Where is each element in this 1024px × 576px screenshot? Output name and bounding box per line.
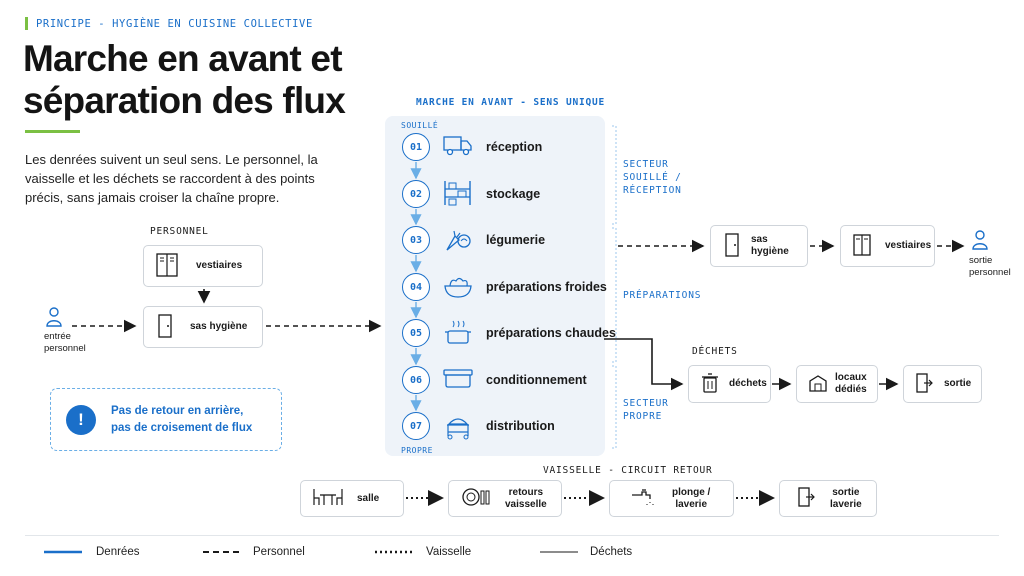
sortie-personnel-label: sortie personnel xyxy=(969,255,1011,278)
door-icon xyxy=(156,313,174,341)
plates-icon xyxy=(461,487,493,510)
warehouse-icon xyxy=(809,374,827,395)
legend-divider xyxy=(25,535,999,536)
exit-sas-hygiene-label: sas hygiène xyxy=(751,234,789,257)
sas-hygiene-box: sas hygiène xyxy=(143,306,263,348)
title-accent-rule xyxy=(25,130,80,133)
step-label-01: réception xyxy=(486,140,543,154)
sector-propre-label: SECTEUR PROPRE xyxy=(623,398,669,422)
sortie-laverie-label: sortie laverie xyxy=(830,486,862,510)
souille-label: SOUILLÉ xyxy=(401,121,439,130)
retours-vaisselle-label: retours vaisselle xyxy=(505,486,547,510)
exit-sas-hygiene-box: sas hygiène xyxy=(710,225,808,267)
step-label-04: préparations froides xyxy=(486,280,607,294)
step-label-03: légumerie xyxy=(486,233,546,247)
truck-icon xyxy=(443,133,473,159)
vestiaires-box: vestiaires xyxy=(143,245,263,287)
cooking-pot-icon xyxy=(443,319,473,345)
exit-vestiaires-label: vestiaires xyxy=(885,240,932,251)
title-line-1: Marche en avant et xyxy=(23,38,343,79)
step-number-04: 04 xyxy=(402,273,430,301)
sector-preparations-label: PRÉPARATIONS xyxy=(623,290,702,301)
sortie-laverie-box: sortie laverie xyxy=(779,480,877,517)
legend-personnel: Personnel xyxy=(253,546,305,558)
person-exit-icon xyxy=(971,230,989,255)
vestiaires-label: vestiaires xyxy=(196,260,243,271)
salle-box: salle xyxy=(300,480,404,517)
dechets-box: déchets xyxy=(688,365,771,403)
kicker-bar xyxy=(25,17,28,30)
retours-vaisselle-box: retours vaisselle xyxy=(448,480,562,517)
locker-icon xyxy=(156,252,178,280)
step-label-02: stockage xyxy=(486,187,541,201)
locaux-dedies-box: locaux dédiés xyxy=(796,365,878,403)
step-label-05: préparations chaudes xyxy=(486,326,616,340)
exit-vestiaires-box: vestiaires xyxy=(840,225,935,267)
step-number-02: 02 xyxy=(402,180,430,208)
plonge-laverie-label: plonge / laverie xyxy=(672,486,711,510)
propre-label: PROPRE xyxy=(401,446,433,455)
page-title: Marche en avant et séparation des flux xyxy=(23,38,403,122)
door-icon xyxy=(723,232,741,260)
salad-bowl-icon xyxy=(443,273,473,299)
step-number-07: 07 xyxy=(402,412,430,440)
dining-table-icon xyxy=(313,487,343,510)
personnel-heading: PERSONNEL xyxy=(150,226,209,237)
rule-callout-text: Pas de retour en arrière, pas de croisem… xyxy=(111,404,253,434)
step-number-05: 05 xyxy=(402,319,430,347)
exit-door-icon xyxy=(798,487,816,510)
dechets-sortie-box: sortie xyxy=(903,365,982,403)
exit-door-icon xyxy=(916,372,934,396)
step-number-06: 06 xyxy=(402,366,430,394)
sector-souille-label: SECTEUR SOUILLÉ / RÉCEPTION xyxy=(623,159,682,196)
locaux-dedies-label: locaux dédiés xyxy=(835,372,867,395)
trash-icon xyxy=(701,372,719,396)
rule-callout: ! Pas de retour en arrière, pas de crois… xyxy=(50,388,282,451)
faucet-icon xyxy=(630,487,656,510)
locker-icon xyxy=(853,233,871,259)
plonge-laverie-box: plonge / laverie xyxy=(609,480,734,517)
kicker-text: PRINCIPE - HYGIÈNE EN CUISINE COLLECTIVE xyxy=(36,17,313,30)
exclamation-icon: ! xyxy=(66,404,96,435)
step-number-01: 01 xyxy=(402,133,430,161)
step-label-07: distribution xyxy=(486,419,555,433)
salle-label: salle xyxy=(357,492,380,504)
legend-denrees: Denrées xyxy=(96,546,140,558)
sas-hygiene-label: sas hygiène xyxy=(190,321,248,332)
vegetables-icon xyxy=(443,226,473,252)
vaisselle-heading: VAISSELLE - CIRCUIT RETOUR xyxy=(543,465,713,476)
step-number-03: 03 xyxy=(402,226,430,254)
entree-personnel-label: entrée personnel xyxy=(44,331,86,354)
dechets-heading: DÉCHETS xyxy=(692,346,738,357)
intro-text: Les denrées suivent un seul sens. Le per… xyxy=(25,152,318,205)
dechets-label: déchets xyxy=(729,378,767,389)
container-icon xyxy=(443,366,473,392)
title-line-2: séparation des flux xyxy=(23,80,346,121)
shelves-icon xyxy=(443,180,473,206)
center-heading: MARCHE EN AVANT - SENS UNIQUE xyxy=(416,97,606,108)
kicker: PRINCIPE - HYGIÈNE EN CUISINE COLLECTIVE xyxy=(25,17,313,30)
person-entry-icon xyxy=(45,307,63,332)
serving-cart-icon xyxy=(443,412,473,440)
step-label-06: conditionnement xyxy=(486,373,587,387)
legend-vaisselle: Vaisselle xyxy=(426,546,472,558)
legend-dechets: Déchets xyxy=(590,546,633,558)
dechets-sortie-label: sortie xyxy=(944,378,972,389)
